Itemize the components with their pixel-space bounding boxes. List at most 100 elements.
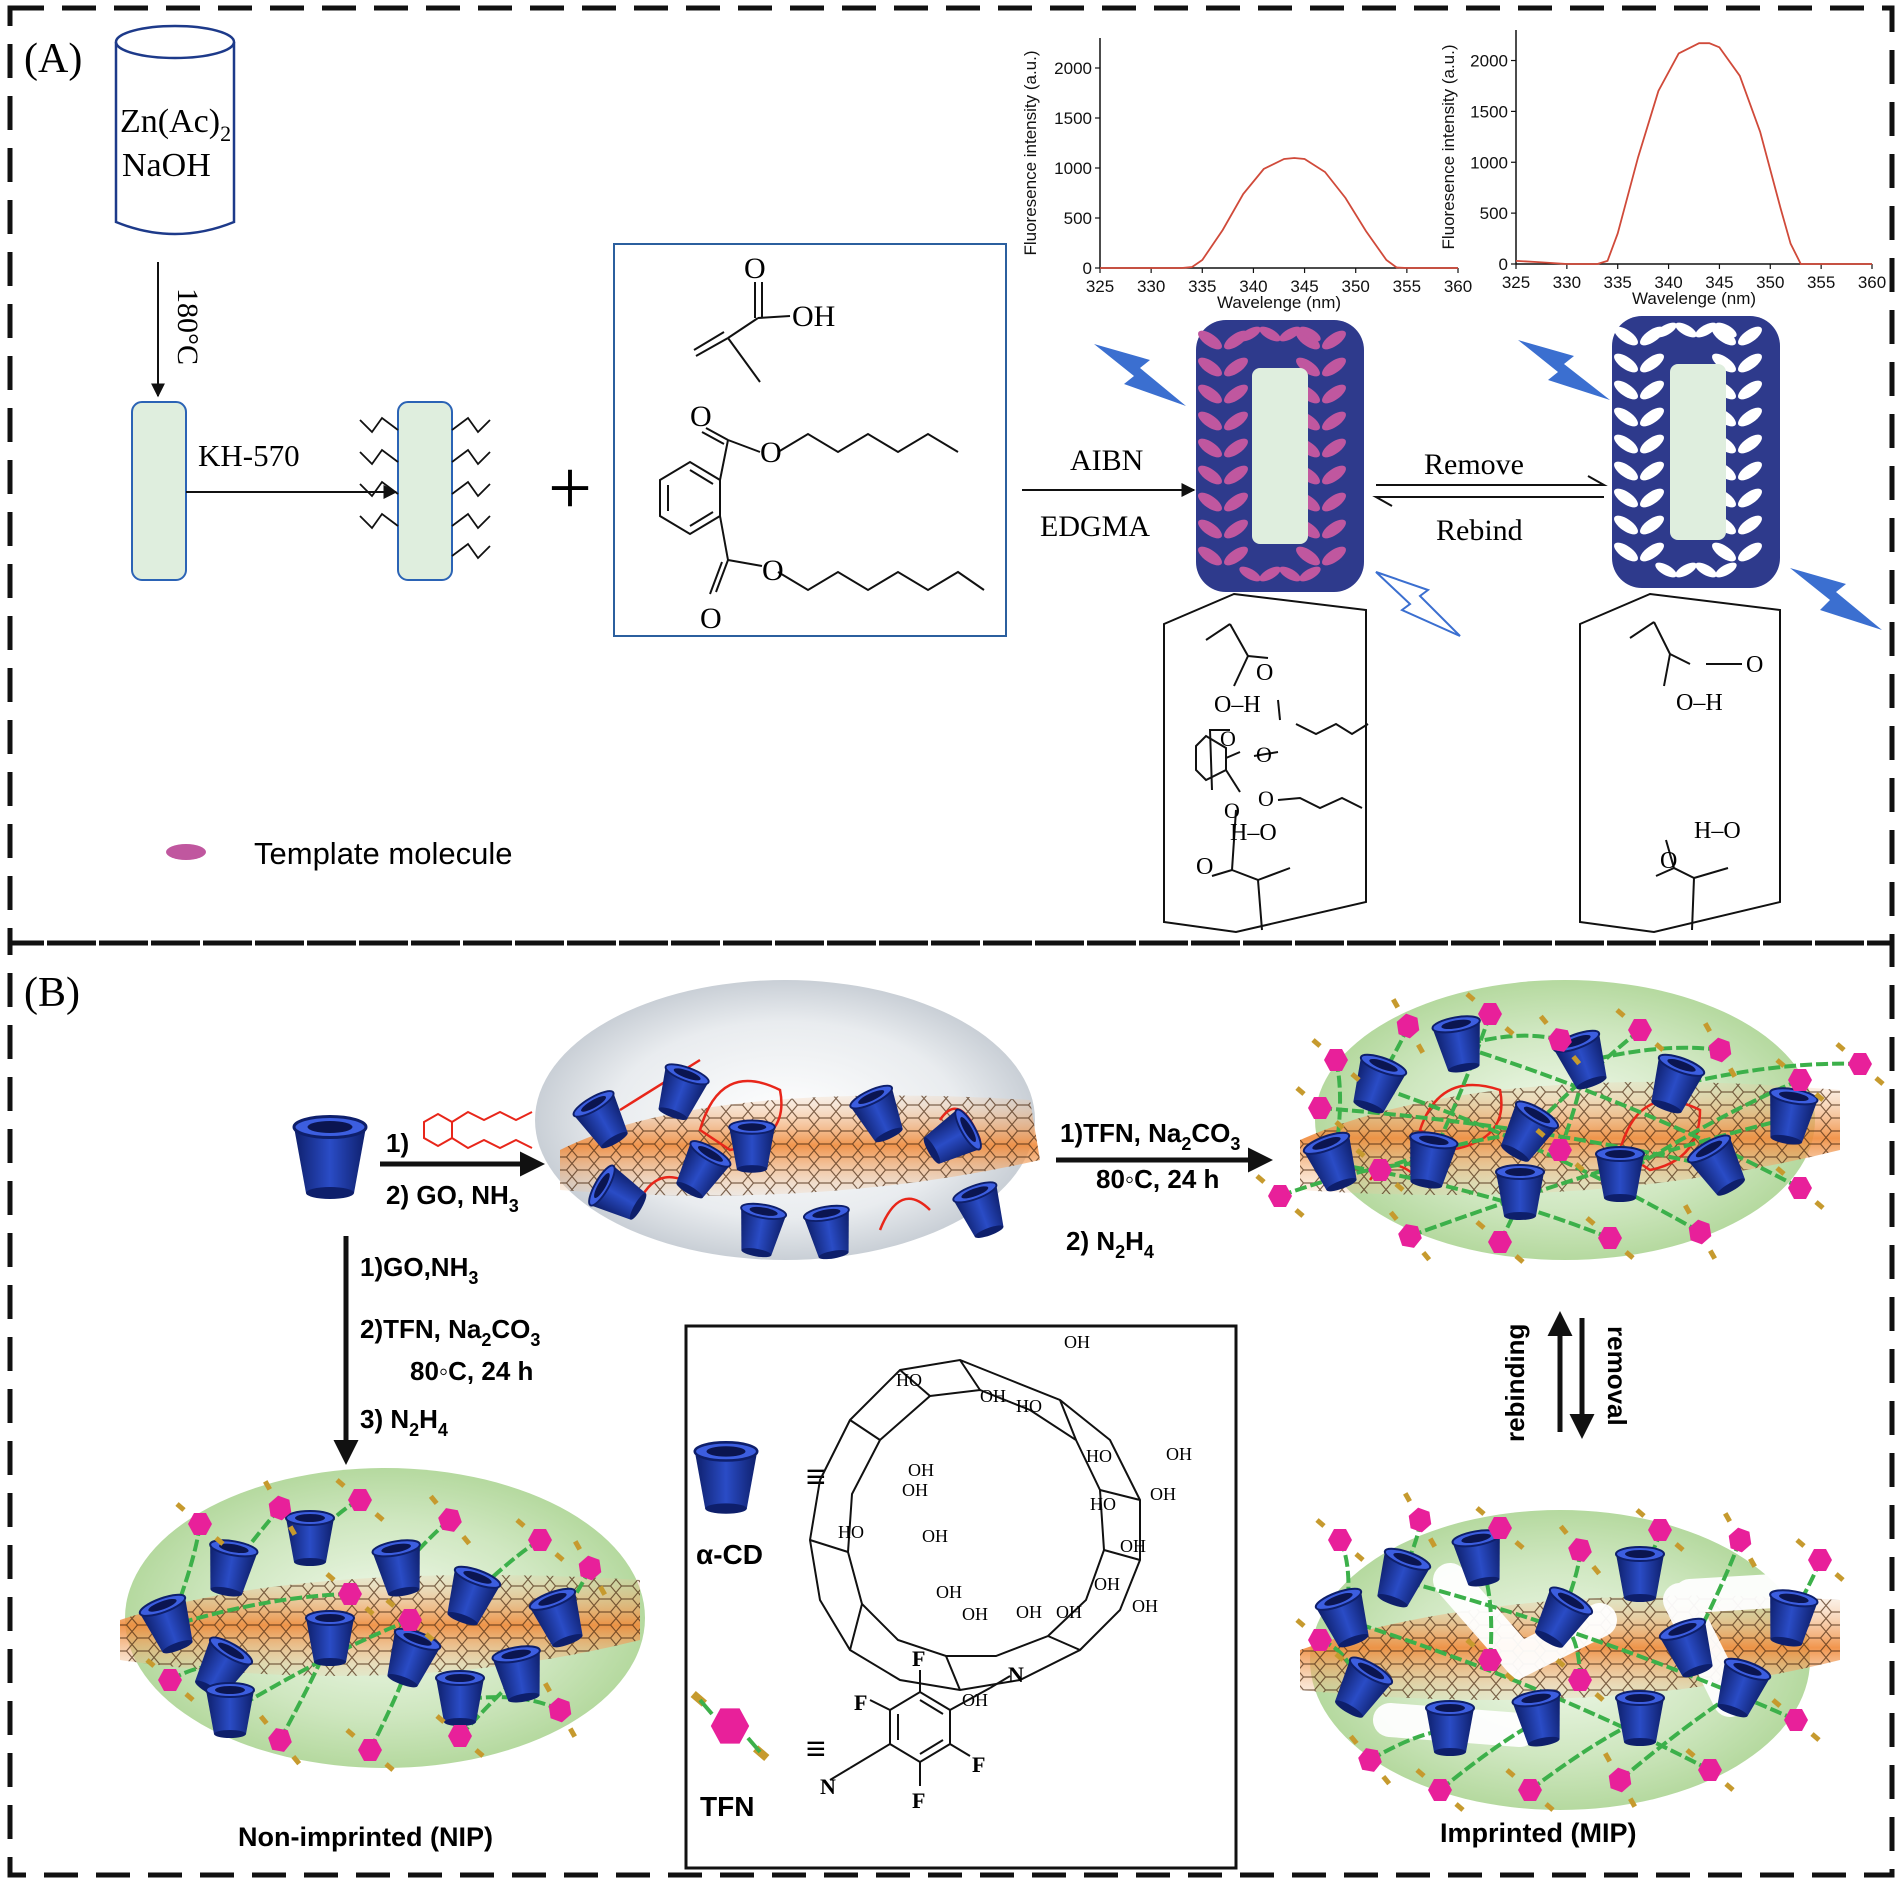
lightning-icon-2 xyxy=(1518,340,1610,400)
cd-oh-7: OH xyxy=(922,1526,948,1546)
chem-left-o-top: O xyxy=(1256,660,1273,686)
template-site xyxy=(1224,357,1248,377)
cd-oh-3: OH xyxy=(1166,1444,1192,1464)
y-tick-label: 1000 xyxy=(1054,159,1092,178)
template-site xyxy=(1322,546,1346,566)
template-site xyxy=(1614,326,1638,346)
remove-label: Remove xyxy=(1424,448,1524,481)
step-down-temp: 80◦C, 24 h xyxy=(410,1356,533,1386)
y-tick-label: 500 xyxy=(1480,204,1508,223)
reagent-o-3: O xyxy=(760,436,782,469)
template-site xyxy=(1322,357,1346,377)
x-tick-label: 345 xyxy=(1705,273,1733,292)
reagent-o-1: O xyxy=(744,252,766,285)
legend-cd-equiv: ≡ xyxy=(806,1458,826,1496)
cd-ho-1: HO xyxy=(896,1370,922,1390)
x-tick-label: 335 xyxy=(1604,273,1632,292)
template-site xyxy=(1738,461,1762,481)
template-site xyxy=(1614,434,1638,454)
template-site xyxy=(1296,546,1320,566)
cd-oh-10: OH xyxy=(936,1582,962,1602)
reagent-oh: OH xyxy=(792,300,835,333)
cd-oh-12: OH xyxy=(1056,1602,1082,1622)
step-top-1: 1) xyxy=(386,1128,409,1158)
x-tick-label: 355 xyxy=(1393,277,1421,296)
cd-oh-5: OH xyxy=(1150,1484,1176,1504)
panel-b-label: (B) xyxy=(24,970,80,1016)
cd-oh-9: OH xyxy=(1094,1574,1120,1594)
template-site xyxy=(1296,357,1320,377)
cd-oh-4: OH xyxy=(908,1460,934,1480)
template-site xyxy=(1198,492,1222,512)
x-tick-label: 325 xyxy=(1086,277,1114,296)
step-right-temp: 80◦C, 24 h xyxy=(1096,1164,1219,1194)
x-tick-label: 360 xyxy=(1858,273,1886,292)
template-site xyxy=(1640,515,1664,535)
cd-ho-2: HO xyxy=(1016,1396,1042,1416)
aibn-label: AIBN xyxy=(1070,444,1143,477)
chem-left-o-bottom: O xyxy=(1196,854,1213,880)
template-site xyxy=(1640,488,1664,508)
template-site xyxy=(1640,407,1664,427)
template-site xyxy=(1640,542,1664,562)
template-site xyxy=(1296,330,1320,350)
x-tick-label: 355 xyxy=(1807,273,1835,292)
template-site xyxy=(1614,488,1638,508)
template-site xyxy=(1239,566,1261,582)
x-tick-label: 350 xyxy=(1756,273,1784,292)
template-site xyxy=(1738,407,1762,427)
y-tick-label: 500 xyxy=(1064,209,1092,228)
template-site xyxy=(1198,357,1222,377)
cd-oh-1: OH xyxy=(1064,1332,1090,1352)
reagent-box: O OH O O O O xyxy=(613,243,1007,637)
cd-oh-8: OH xyxy=(1120,1536,1146,1556)
y-axis-label: Fluoresence intensity (a.u.) xyxy=(1439,44,1458,249)
template-site xyxy=(1738,353,1762,373)
template-site xyxy=(1224,384,1248,404)
template-site xyxy=(1322,492,1346,512)
template-site xyxy=(1712,326,1736,346)
template-site xyxy=(1259,326,1281,342)
removal-label: removal xyxy=(1602,1326,1632,1426)
reagent-o-5: O xyxy=(700,602,722,635)
beaker-reagent-2: NaOH xyxy=(122,147,211,184)
template-site xyxy=(1224,411,1248,431)
lightning-icon xyxy=(1094,344,1186,406)
mip-template-removed xyxy=(1612,316,1780,588)
x-tick-label: 345 xyxy=(1290,277,1318,296)
template-site xyxy=(1198,411,1222,431)
cd-oh-6: OH xyxy=(902,1480,928,1500)
rebinding-label: rebinding xyxy=(1500,1324,1530,1442)
alpha-cd-cup-icon xyxy=(292,1115,368,1201)
template-site xyxy=(1738,326,1762,346)
template-site xyxy=(1738,515,1762,535)
template-site xyxy=(1640,380,1664,400)
mip-with-template xyxy=(1196,320,1364,592)
plus-sign: + xyxy=(548,444,592,531)
template-site xyxy=(1299,566,1321,582)
tfn-node xyxy=(1797,1540,1843,1580)
panel-a-label: (A) xyxy=(24,36,82,82)
chem-left-ester-3: O xyxy=(1224,798,1240,823)
cd-oh-2: OH xyxy=(980,1386,1006,1406)
cd-ho-5: HO xyxy=(838,1522,864,1542)
y-axis-label: Fluoresence intensity (a.u.) xyxy=(1021,50,1040,255)
template-site xyxy=(1322,411,1346,431)
template-site xyxy=(1655,562,1677,578)
template-site xyxy=(1614,380,1638,400)
mip-label: Imprinted (MIP) xyxy=(1440,1818,1637,1848)
vinyl-nanorod xyxy=(359,401,491,581)
temperature-label: 180°C xyxy=(171,288,204,365)
step-down-2: 2)TFN, Na2CO3 xyxy=(360,1314,540,1350)
chem-left-ester-1: O xyxy=(1220,726,1236,751)
template-site xyxy=(1738,380,1762,400)
template-site xyxy=(1715,562,1737,578)
template-site xyxy=(1198,384,1222,404)
template-site xyxy=(1675,562,1697,578)
spectrum-line xyxy=(1100,157,1458,269)
tfn-node xyxy=(1777,1168,1823,1208)
cavity-left: O O–H O O O O H–O O xyxy=(1163,592,1369,934)
reagent-o-2: O xyxy=(690,400,712,433)
chem-left-ho: H–O xyxy=(1230,820,1277,846)
legend-box: ≡ α-CD OH HO OH HO OH HO OH HO OH xyxy=(684,1324,1238,1870)
